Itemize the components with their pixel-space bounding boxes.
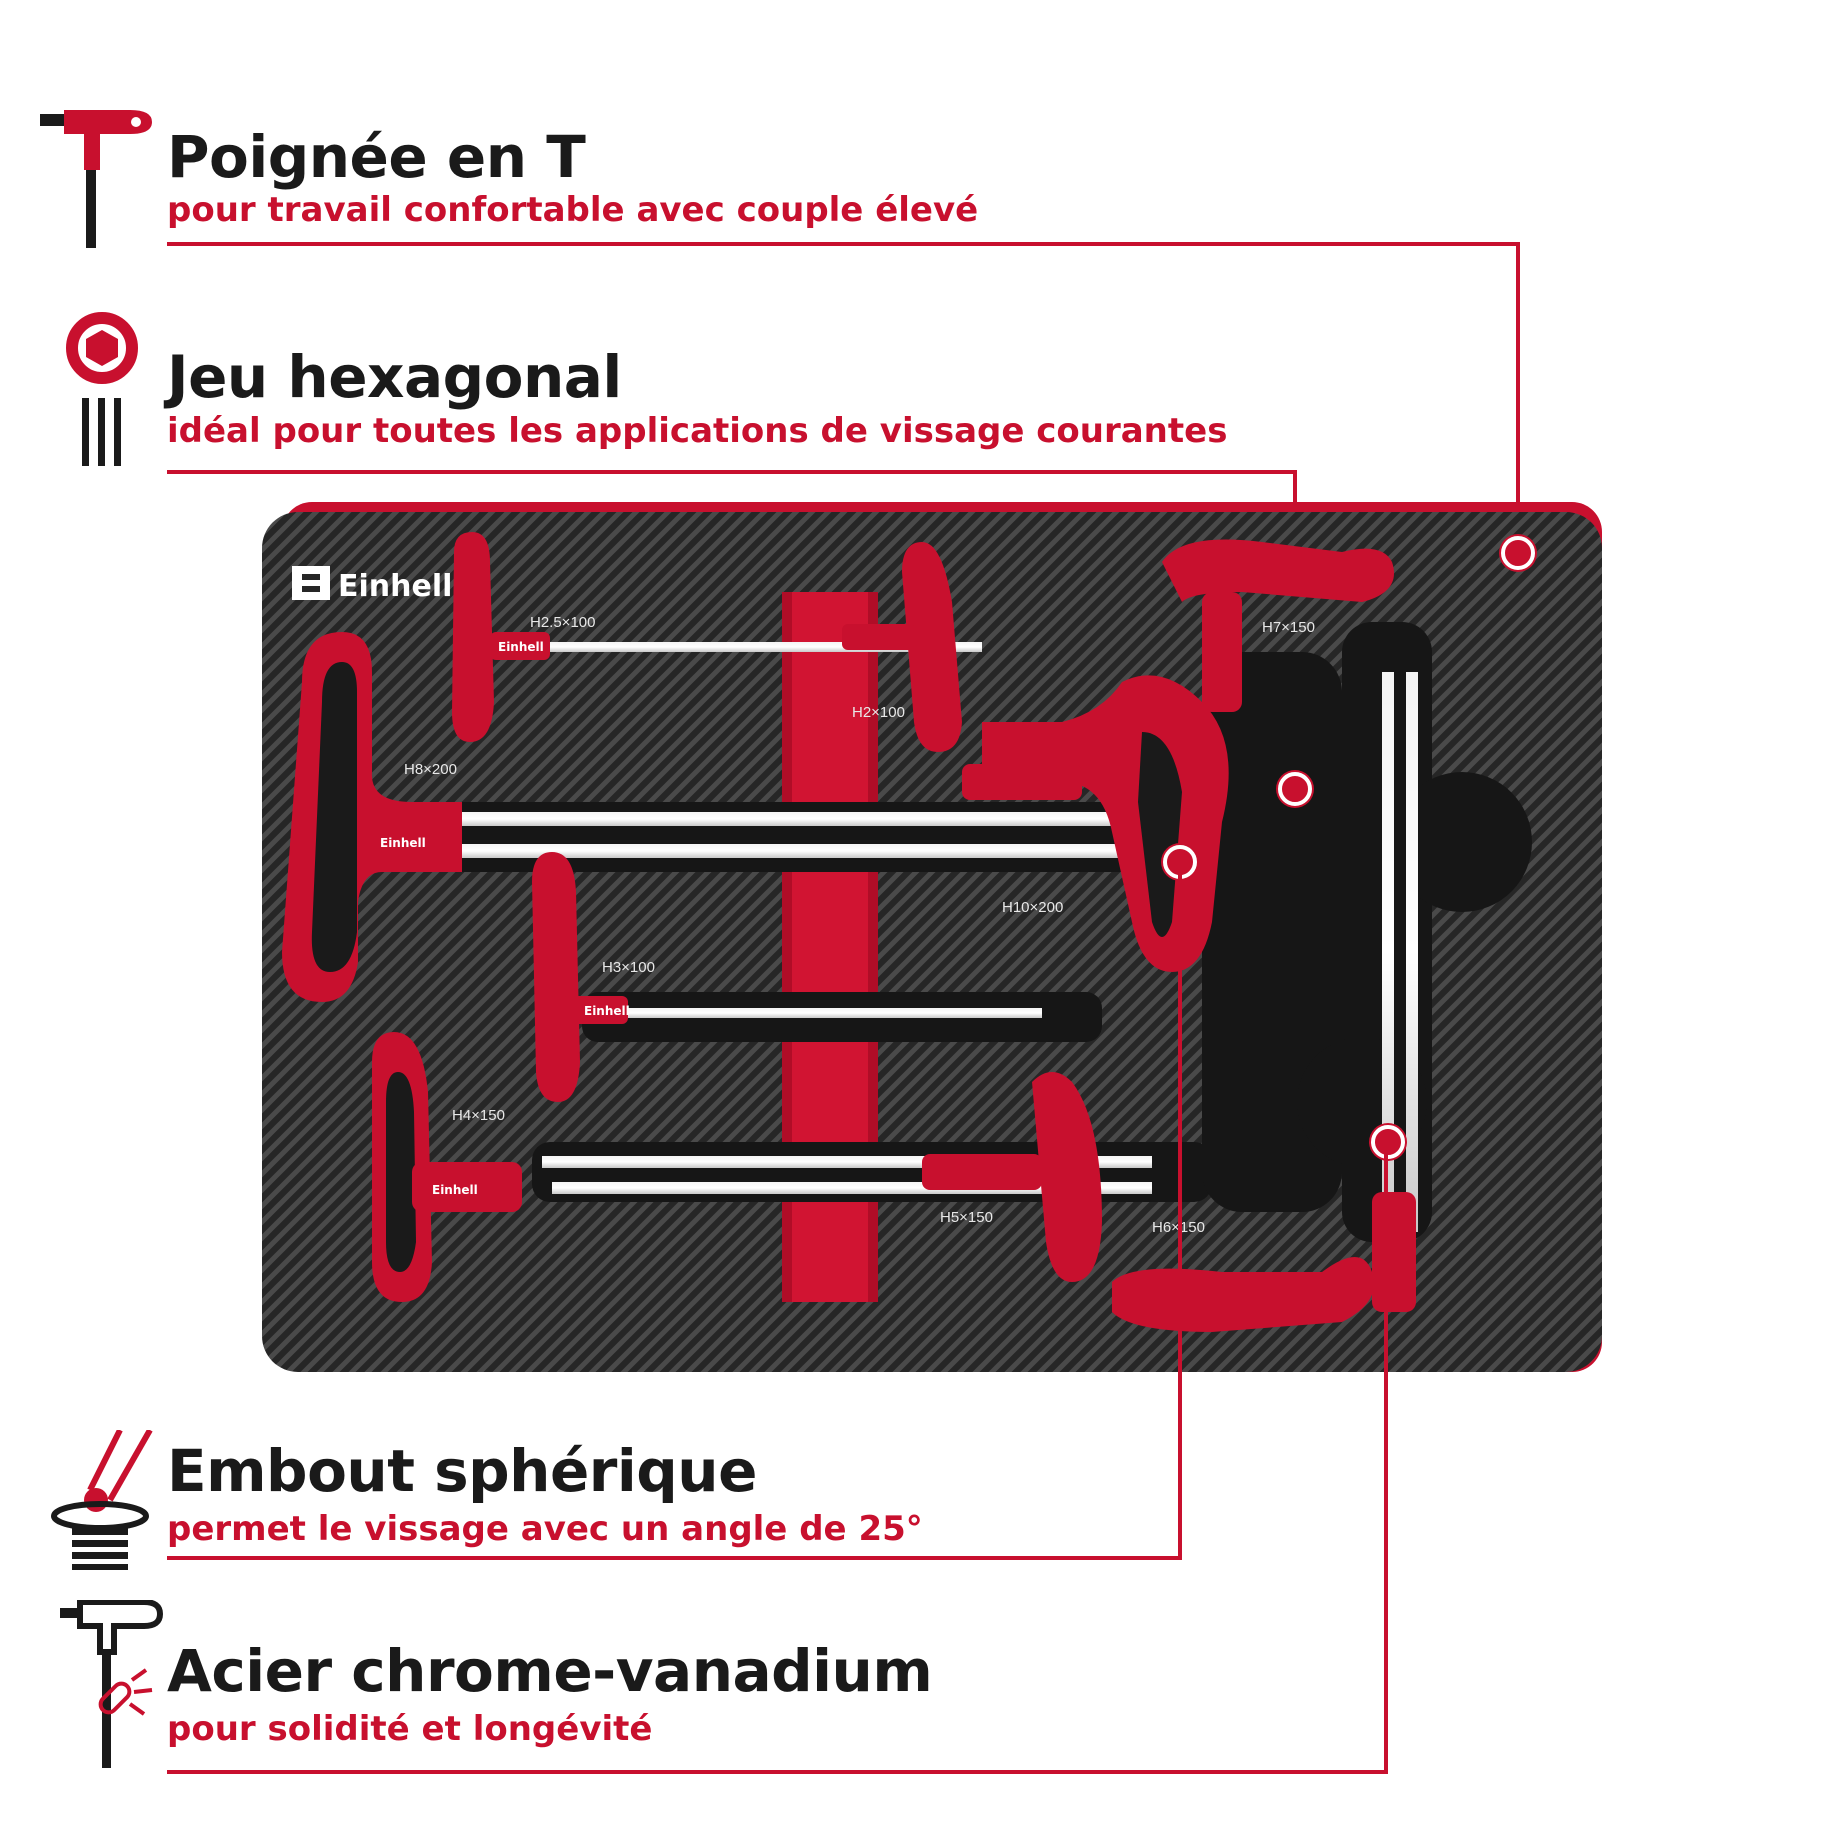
ball-end-icon	[51, 1430, 153, 1570]
t-handle-icon	[40, 110, 152, 248]
hex-key-handle	[962, 675, 1229, 972]
hex-key-handle	[842, 542, 962, 752]
callout-line	[1384, 1140, 1388, 1774]
callout-dot	[1371, 1125, 1405, 1159]
svg-text:Einhell: Einhell	[584, 1004, 630, 1018]
svg-text:Einhell: Einhell	[498, 640, 544, 654]
hex-key-handle	[1112, 1192, 1416, 1332]
size-label: H3×100	[602, 959, 655, 976]
svg-text:Einhell: Einhell	[380, 836, 426, 850]
callout-dot	[1278, 772, 1312, 806]
callout-line	[167, 1556, 1182, 1560]
tool-tray-image: Einhell	[262, 502, 1602, 1372]
hex-key-handle	[922, 1072, 1102, 1282]
size-label: H2.5×100	[530, 614, 595, 631]
feature-title: Acier chrome-vanadium	[167, 1637, 933, 1705]
callout-line	[167, 242, 1520, 246]
hex-key-handle	[372, 1032, 522, 1302]
feature-title: Embout sphérique	[167, 1437, 757, 1505]
callout-line	[167, 1770, 1388, 1774]
callout-line	[1178, 860, 1182, 1560]
feature-title: Jeu hexagonal	[167, 343, 622, 411]
feature-subtitle: idéal pour toutes les applications de vi…	[167, 411, 1228, 451]
hexagon-icon	[66, 312, 138, 466]
feature-subtitle: permet le vissage avec un angle de 25°	[167, 1509, 923, 1549]
hex-key-handle	[532, 852, 628, 1102]
callout-line	[1516, 242, 1520, 552]
size-label: H7×150	[1262, 619, 1315, 636]
feature-subtitle: pour solidité et longévité	[167, 1709, 653, 1749]
callout-line	[167, 470, 1297, 474]
svg-text:Einhell: Einhell	[432, 1183, 478, 1197]
size-label: H8×200	[404, 761, 457, 778]
feature-subtitle: pour travail confortable avec couple éle…	[167, 190, 979, 230]
chrome-vanadium-icon	[60, 1600, 164, 1768]
hex-key-handle	[1162, 539, 1394, 712]
size-label: H5×150	[940, 1209, 993, 1226]
size-label: H10×200	[1002, 899, 1063, 916]
callout-dot	[1501, 536, 1535, 570]
size-label: H2×100	[852, 704, 905, 721]
svg-text:Einhell: Einhell	[338, 569, 452, 604]
feature-title: Poignée en T	[167, 123, 586, 191]
hex-key-handle	[452, 532, 550, 742]
einhell-logo: Einhell	[292, 566, 452, 604]
hex-key-handle	[282, 632, 462, 1002]
size-label: H4×150	[452, 1107, 505, 1124]
